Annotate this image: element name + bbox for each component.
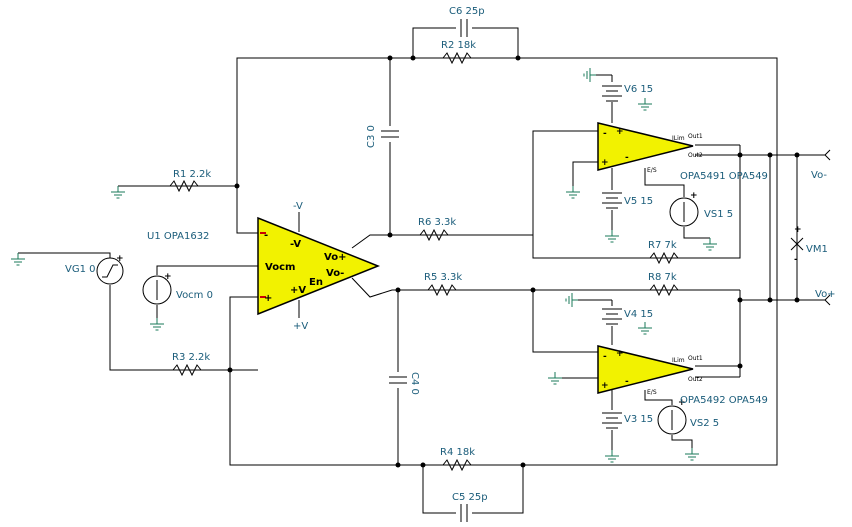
label-vs2: VS2 5 bbox=[690, 418, 719, 429]
capacitor-c6[interactable] bbox=[456, 18, 472, 38]
resistor-r7[interactable] bbox=[649, 251, 679, 265]
label-r4: R4 18k bbox=[440, 447, 475, 458]
u1-pin-pos-v: +V bbox=[290, 285, 306, 296]
opamp-opa5491[interactable]: - + + - ILim Out1 Out2 E/S bbox=[597, 122, 703, 174]
resistor-r8[interactable] bbox=[649, 283, 679, 297]
label-opa5491: OPA5491 OPA549 bbox=[680, 171, 768, 182]
opa5492-pin-ilim: ILim bbox=[672, 357, 685, 364]
label-u1: U1 OPA1632 bbox=[147, 231, 209, 242]
svg-text:-: - bbox=[625, 153, 629, 163]
opa5491-pin-out2: Out2 bbox=[688, 152, 703, 159]
voltage-source-vs2[interactable]: + bbox=[657, 398, 687, 435]
label-r1: R1 2.2k bbox=[173, 169, 211, 180]
label-supply-neg: -V bbox=[293, 201, 303, 212]
capacitor-c4[interactable] bbox=[388, 372, 408, 388]
svg-text:+: + bbox=[794, 225, 802, 235]
voltage-source-vocm[interactable]: + bbox=[142, 272, 172, 305]
label-v6: V6 15 bbox=[624, 84, 653, 95]
label-v5: V5 15 bbox=[624, 196, 653, 207]
resistor-r2[interactable] bbox=[442, 51, 472, 65]
u1-pin-neg-v: -V bbox=[290, 239, 301, 250]
capacitor-c5[interactable] bbox=[456, 503, 472, 523]
opa5492-pin-es: E/S bbox=[647, 389, 657, 396]
svg-text:+: + bbox=[164, 272, 172, 282]
wires bbox=[18, 27, 825, 514]
signal-generator-vg1[interactable]: + bbox=[96, 254, 124, 285]
battery-v3[interactable] bbox=[600, 410, 624, 430]
opamp-opa5492[interactable]: - + + - ILim Out1 Out2 E/S bbox=[597, 345, 703, 396]
opa5491-pin-es: E/S bbox=[647, 167, 657, 174]
svg-text:+: + bbox=[616, 127, 624, 137]
u1-pin-plus: + bbox=[264, 293, 272, 304]
u1-pin-vo-plus: Vo+ bbox=[324, 252, 346, 263]
svg-text:-: - bbox=[794, 255, 798, 265]
opa5491-pin-out1: Out1 bbox=[688, 133, 703, 140]
battery-v5[interactable] bbox=[600, 190, 624, 210]
junction-dots bbox=[227, 55, 800, 468]
resistor-r3[interactable] bbox=[172, 363, 202, 377]
svg-text:+: + bbox=[616, 349, 624, 359]
label-c4: C4 0 bbox=[409, 372, 420, 395]
capacitor-c3[interactable] bbox=[380, 126, 400, 142]
u1-pin-minus: - bbox=[264, 230, 268, 241]
voltmeter-vm1[interactable]: + - bbox=[790, 225, 804, 265]
opa5492-pin-out1: Out1 bbox=[688, 355, 703, 362]
output-terminals bbox=[824, 149, 831, 306]
svg-text:+: + bbox=[601, 381, 609, 391]
label-c5: C5 25p bbox=[452, 492, 488, 503]
label-r6: R6 3.3k bbox=[418, 217, 456, 228]
label-vo-plus: Vo+ bbox=[815, 289, 836, 300]
opa5491-pin-ilim: ILim bbox=[672, 135, 685, 142]
label-opa5492: OPA5492 OPA549 bbox=[680, 395, 768, 406]
component-labels: C6 25p R2 18k V6 15 C3 0 R1 2.2k Vo- OPA… bbox=[65, 6, 836, 503]
svg-text:+: + bbox=[601, 158, 609, 168]
label-r8: R8 7k bbox=[648, 272, 677, 283]
opamp-u1[interactable]: - + -V +V Vocm En Vo+ Vo- bbox=[257, 216, 381, 316]
resistor-r6[interactable] bbox=[419, 228, 449, 242]
opa5492-pin-out2: Out2 bbox=[688, 376, 703, 383]
label-vs1: VS1 5 bbox=[704, 209, 733, 220]
svg-text:+: + bbox=[116, 254, 124, 264]
svg-text:-: - bbox=[603, 129, 607, 139]
label-vo-minus: Vo- bbox=[811, 170, 827, 181]
u1-pin-vo-minus: Vo- bbox=[326, 268, 344, 279]
svg-text:+: + bbox=[690, 191, 698, 201]
label-vocm: Vocm 0 bbox=[176, 290, 213, 301]
label-c6: C6 25p bbox=[449, 6, 485, 17]
svg-text:-: - bbox=[625, 377, 629, 387]
u1-pin-en: En bbox=[309, 277, 323, 288]
label-v3: V3 15 bbox=[624, 414, 653, 425]
label-r2: R2 18k bbox=[441, 40, 476, 51]
resistor-r1[interactable] bbox=[169, 179, 199, 193]
resistor-r4[interactable] bbox=[442, 458, 472, 472]
voltage-source-vs1[interactable]: + bbox=[669, 191, 699, 227]
label-v4: V4 15 bbox=[624, 309, 653, 320]
label-r3: R3 2.2k bbox=[172, 352, 210, 363]
label-vm1: VM1 bbox=[806, 244, 828, 255]
battery-v4[interactable] bbox=[600, 306, 624, 326]
svg-text:+: + bbox=[678, 398, 686, 408]
label-vg1: VG1 0 bbox=[65, 264, 96, 275]
label-r5: R5 3.3k bbox=[424, 272, 462, 283]
svg-text:-: - bbox=[603, 352, 607, 362]
label-r7: R7 7k bbox=[648, 240, 677, 251]
resistor-r5[interactable] bbox=[427, 283, 457, 297]
u1-pin-vocm: Vocm bbox=[265, 262, 295, 273]
battery-v6[interactable] bbox=[600, 82, 624, 102]
label-c3: C3 0 bbox=[366, 125, 377, 148]
label-supply-pos: +V bbox=[293, 321, 308, 332]
